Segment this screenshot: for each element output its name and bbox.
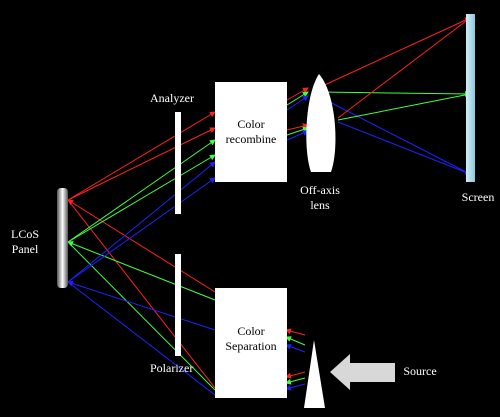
ray-blue <box>286 95 309 111</box>
ray-red <box>285 328 306 336</box>
ray-red <box>67 199 216 389</box>
ray-red <box>67 127 216 201</box>
ray-red <box>286 123 309 131</box>
ray-green <box>337 93 471 121</box>
offaxis-lens-label-2: lens <box>310 198 330 212</box>
ray-green <box>67 241 216 301</box>
ray-green <box>67 241 216 391</box>
ray-green <box>317 90 471 97</box>
ray-blue <box>285 343 306 353</box>
ray-blue <box>67 281 216 396</box>
color-recombine-label-1: Color <box>237 117 264 131</box>
screen-label: Screen <box>462 190 495 204</box>
ray-green <box>285 377 306 385</box>
ray-red <box>286 87 309 101</box>
light-rays <box>67 17 471 396</box>
source-arrow <box>330 354 395 390</box>
ray-blue <box>67 280 216 331</box>
ray-green <box>67 154 216 243</box>
ray-red <box>285 371 306 379</box>
ray-blue <box>317 95 471 175</box>
ray-red <box>67 111 216 201</box>
screen-panel <box>466 14 475 182</box>
offaxis-lens-label-1: Off-axis <box>300 183 340 197</box>
lcos-label-2: Panel <box>12 242 39 256</box>
ray-blue <box>285 383 306 391</box>
lcos-label-1: LCoS <box>11 227 39 241</box>
color-separation-box <box>215 288 287 398</box>
ray-green <box>285 336 306 346</box>
polarizer-plate <box>175 254 181 356</box>
color-recombine-box <box>215 82 287 182</box>
ray-green <box>67 139 216 243</box>
lcos-panel <box>57 188 68 288</box>
ray-blue <box>337 121 471 175</box>
ray-red <box>317 17 471 89</box>
source-prism <box>304 340 325 408</box>
source-label: Source <box>403 364 436 378</box>
ray-blue <box>67 177 216 283</box>
color-separation-label-2: Separation <box>225 339 276 353</box>
color-separation-label-1: Color <box>237 324 264 338</box>
ray-green <box>286 126 309 136</box>
ray-red <box>67 199 216 293</box>
offaxis-lens <box>306 74 336 172</box>
ray-green <box>286 91 309 106</box>
analyzer-plate <box>175 112 181 214</box>
analyzer-label: Analyzer <box>150 91 194 105</box>
ray-blue <box>286 130 309 141</box>
ray-red <box>337 17 471 119</box>
color-recombine-label-2: recombine <box>226 132 277 146</box>
polarizer-label: Polarizer <box>150 361 193 375</box>
ray-blue <box>67 161 216 283</box>
